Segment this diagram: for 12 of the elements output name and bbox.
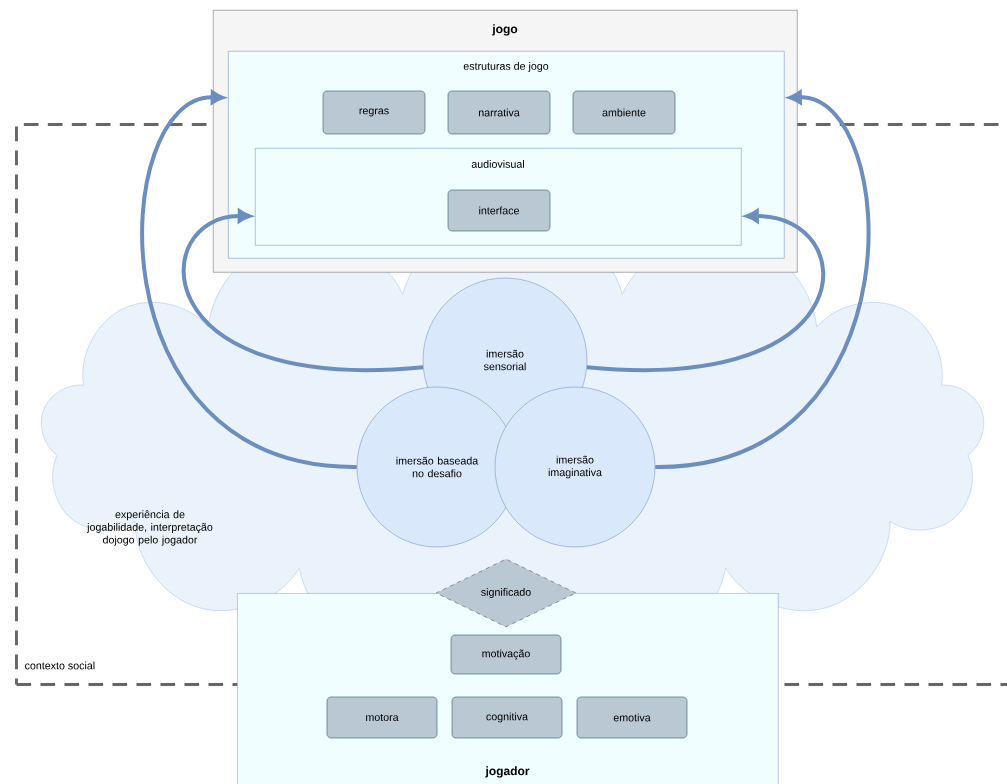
rounded-box: motivação — [450, 634, 562, 675]
curved-arrow — [586, 209, 825, 372]
rounded-box: ambiente — [572, 90, 676, 135]
rounded-box: motora — [326, 696, 438, 739]
curved-arrow — [655, 90, 871, 469]
rounded-box: interface — [447, 189, 551, 232]
rounded-box: emotiva — [576, 696, 688, 739]
curved-arrow — [182, 209, 424, 372]
rounded-box: cognitiva — [451, 696, 563, 739]
curved-arrow — [140, 90, 357, 469]
rounded-box: regras — [322, 90, 426, 135]
rounded-box: narrativa — [447, 90, 551, 135]
